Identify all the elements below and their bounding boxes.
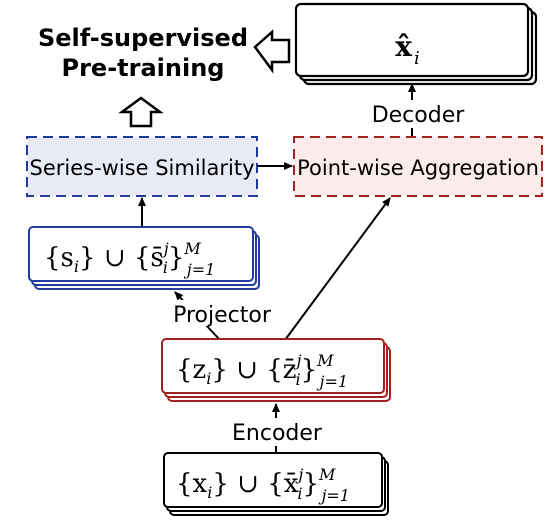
hollow-up-arrow	[118, 96, 164, 128]
title-line-2: Pre-training	[62, 54, 225, 82]
decoder-label: Decoder	[372, 103, 466, 128]
x-hat-symbol: x̂	[395, 30, 412, 63]
point-aggregation-block: Point-wise Aggregation	[293, 136, 543, 197]
encoder-label: Encoder	[232, 421, 323, 446]
hollow-left-arrow	[253, 29, 291, 74]
point-aggregation-label: Point-wise Aggregation	[297, 156, 539, 180]
z-to-aggregation-arrow	[284, 197, 391, 341]
x-hat-subscript: i	[414, 48, 420, 69]
series-similarity-label: Series-wise Similarity	[30, 156, 255, 180]
reconstruction-stack: x̂ i	[294, 2, 538, 86]
title-line-1: Self-supervised	[38, 24, 248, 52]
title: Self-supervised Pre-training	[38, 24, 248, 82]
projector-label: Projector	[173, 303, 272, 328]
series-similarity-block: Series-wise Similarity	[26, 136, 258, 197]
